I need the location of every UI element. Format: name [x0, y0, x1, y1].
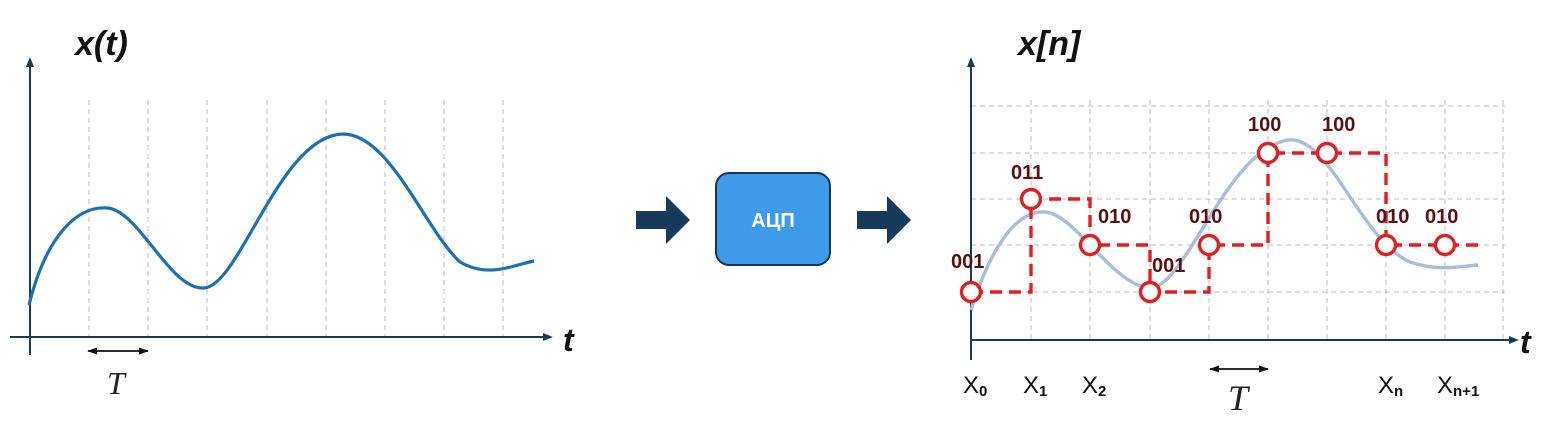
right-y-label: x[n] — [1016, 25, 1082, 63]
sample-point — [959, 280, 983, 304]
left-y-label: x(t) — [73, 25, 128, 63]
adc-block: АЦП — [715, 172, 831, 266]
code-label: 100 — [1322, 114, 1355, 136]
sample-point — [1078, 233, 1102, 257]
sample-index-label: X1 — [1023, 372, 1047, 400]
left-plot: x(t) t T — [10, 25, 575, 401]
sample-point — [1374, 233, 1398, 257]
right-arrow-icon — [857, 196, 911, 244]
flow-arrow-in — [636, 196, 690, 244]
code-label: 010 — [1098, 206, 1131, 228]
adc-box — [715, 172, 831, 266]
quantized-step-line — [971, 151, 1480, 294]
sample-index-label: X0 — [963, 372, 987, 400]
sample-point — [1019, 187, 1043, 211]
sample-index-label: X2 — [1082, 372, 1106, 400]
code-label: 010 — [1425, 206, 1458, 228]
flow-arrow-out — [857, 196, 911, 244]
right-arrow-icon — [636, 196, 690, 244]
left-period-label: T — [107, 365, 127, 401]
left-grid — [88, 100, 504, 337]
sample-point — [1315, 141, 1339, 165]
left-signal-curve — [27, 132, 535, 306]
code-label: 100 — [1248, 114, 1281, 136]
sample-index-label: Xn — [1378, 372, 1403, 400]
sample-point — [1433, 233, 1457, 257]
code-label: 001 — [1152, 255, 1185, 277]
sample-point — [1256, 141, 1280, 165]
sample-index-labels: X0 X1 X2 Xn Xn+1 — [963, 372, 1479, 400]
left-t-label: t — [563, 322, 575, 358]
adc-label: АЦП — [751, 210, 794, 232]
code-label: 001 — [951, 251, 984, 273]
sample-point — [1138, 280, 1162, 304]
code-label: 010 — [1189, 206, 1222, 228]
right-period-label: T — [1228, 378, 1251, 418]
right-t-label: t — [1520, 324, 1532, 360]
sample-index-label: Xn+1 — [1437, 372, 1479, 400]
right-signal-curve — [969, 138, 1479, 311]
sample-point — [1197, 233, 1221, 257]
code-labels: 001 011 010 001 010 100 100 010 010 — [951, 114, 1458, 277]
code-label: 010 — [1376, 206, 1409, 228]
sample-markers — [959, 141, 1457, 304]
code-label: 011 — [1011, 162, 1043, 184]
